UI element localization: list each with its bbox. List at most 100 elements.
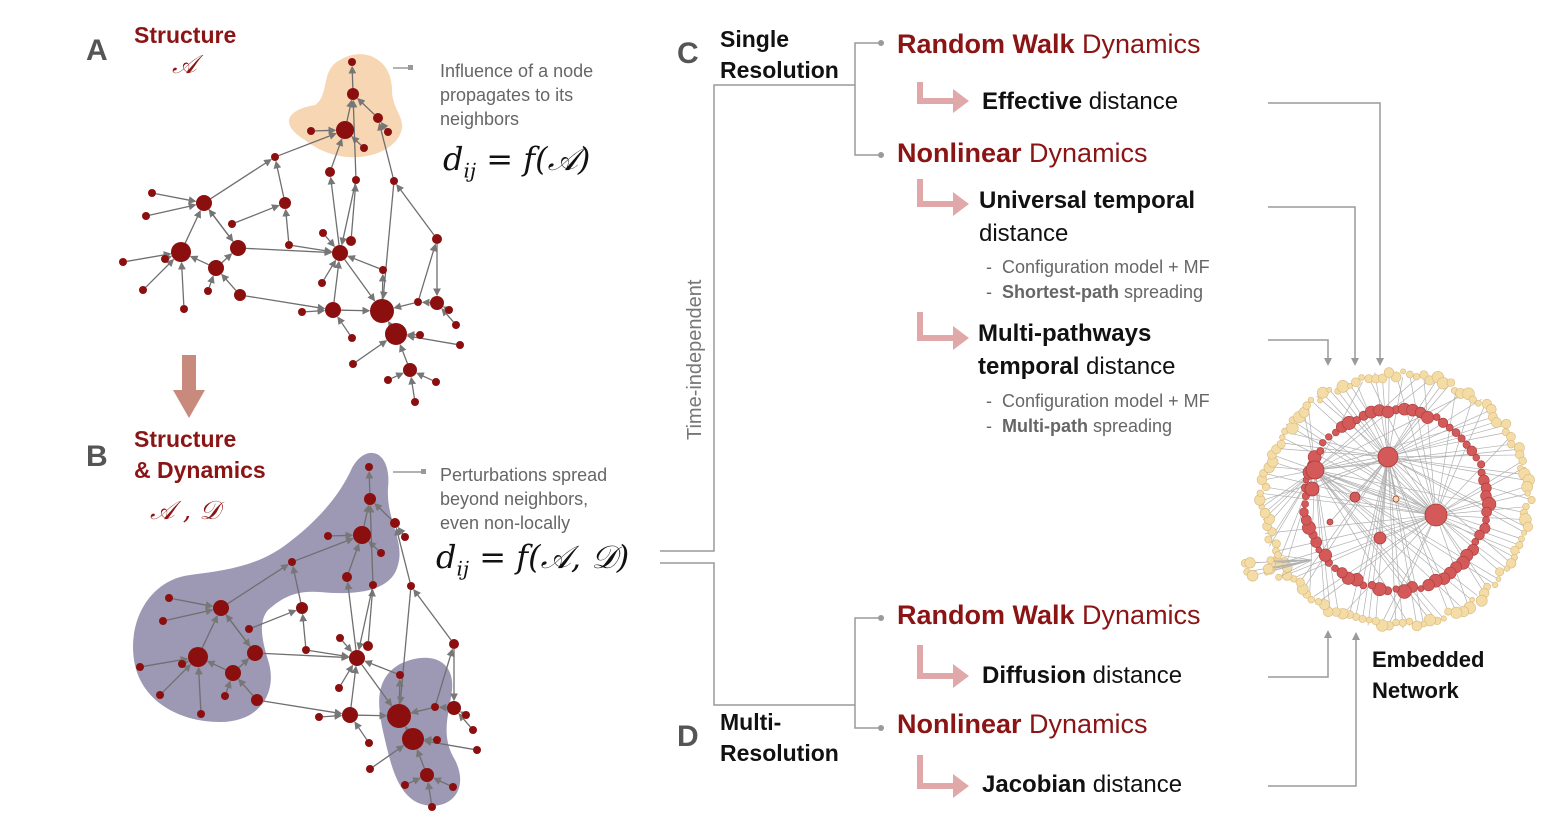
embedded-network — [1240, 367, 1536, 632]
embedded-outer-node — [1302, 401, 1311, 410]
embedded-ring-node — [1477, 460, 1486, 469]
embedded-ring-node — [1451, 428, 1461, 437]
network-node — [251, 694, 263, 706]
network-node — [319, 229, 327, 237]
embedded-ring-node — [1437, 417, 1449, 428]
network-edge — [379, 184, 395, 300]
network-node — [379, 266, 387, 274]
network-node — [401, 781, 409, 789]
network-edge — [405, 725, 413, 735]
network-node — [473, 746, 481, 754]
embedded-edge — [1387, 456, 1404, 629]
network-node — [234, 289, 246, 301]
network-edge — [348, 65, 357, 89]
embedded-edge — [1435, 437, 1510, 516]
network-node — [366, 765, 374, 773]
network-node — [349, 360, 357, 368]
network-node — [387, 704, 411, 728]
embedded-outer-node — [1244, 557, 1256, 569]
embedded-outer-node — [1358, 374, 1365, 381]
network-node — [353, 526, 371, 544]
network-edge — [442, 306, 452, 314]
embedded-edge — [1314, 378, 1417, 471]
embedded-outer-node — [1491, 581, 1499, 589]
network-node — [369, 581, 377, 589]
embedded-edge — [1313, 514, 1437, 597]
embedded-ring-node — [1318, 548, 1332, 562]
embedded-edge — [1277, 554, 1313, 561]
network-node — [302, 646, 310, 654]
embedded-outer-node — [1406, 370, 1414, 379]
embedded-edge — [1341, 384, 1389, 458]
embedded-edge — [1387, 456, 1458, 616]
down-arrow-icon — [173, 355, 205, 418]
network-node — [432, 234, 442, 244]
embedded-edge — [1265, 514, 1437, 534]
embedded-hub-node — [1326, 518, 1334, 526]
network-node — [225, 665, 241, 681]
network-node — [365, 739, 373, 747]
network-edge — [278, 132, 337, 157]
embedded-outer-node — [1518, 456, 1527, 465]
network-edge — [163, 255, 173, 263]
network-edge — [365, 470, 374, 494]
embedded-edge — [1368, 376, 1437, 516]
embedded-edge — [1329, 456, 1389, 523]
network-node — [433, 736, 441, 744]
embedded-edge — [1311, 401, 1437, 516]
embedded-edge — [1409, 375, 1437, 516]
embedded-outer-node — [1506, 431, 1516, 442]
network-edge — [162, 663, 192, 693]
embedded-hub-node — [1349, 491, 1361, 503]
network-edge — [305, 307, 326, 315]
embedded-outer-node — [1316, 386, 1329, 399]
network-edge — [350, 665, 359, 708]
embedded-outer-node — [1506, 558, 1517, 569]
embedded-edge — [1435, 514, 1506, 569]
embedded-edge — [1435, 406, 1485, 516]
network-node — [342, 707, 358, 723]
embedded-edge — [1387, 420, 1499, 458]
network-edge — [342, 640, 353, 653]
network-edge — [178, 261, 186, 306]
universal-temporal-distance: Universal temporal distance — [979, 187, 1196, 247]
network-edge — [195, 666, 203, 711]
network-edge — [340, 306, 371, 315]
embedded-outer-node — [1446, 378, 1456, 387]
network-node — [136, 663, 144, 671]
embedded-ring-node — [1432, 413, 1441, 421]
embedded-edge — [1435, 460, 1523, 516]
network-edge — [314, 126, 337, 135]
embedded-edge — [1387, 456, 1526, 534]
network-edge — [354, 721, 368, 741]
network-node — [296, 602, 308, 614]
embedded-edge — [1435, 486, 1524, 516]
network-node — [384, 128, 392, 136]
embedded-outer-node — [1495, 567, 1505, 577]
embedded-outer-node — [1518, 535, 1525, 543]
embedded-outer-node — [1468, 395, 1477, 404]
influence-blob — [288, 54, 403, 158]
embedded-edge — [1387, 378, 1438, 458]
network-node — [324, 532, 332, 540]
embedded-edge — [1314, 469, 1445, 620]
embedded-outer-node — [1371, 617, 1380, 626]
network-node — [315, 713, 323, 721]
network-node — [456, 341, 464, 349]
network-edge — [208, 208, 234, 242]
embedded-edge — [1342, 514, 1437, 616]
network-node — [352, 176, 360, 184]
embedded-outer-node — [1521, 529, 1528, 536]
embedded-outer-node — [1474, 399, 1482, 407]
network-node — [288, 558, 296, 566]
network-edge — [180, 660, 190, 668]
network-edge — [391, 372, 404, 380]
network-edge — [410, 707, 432, 716]
network-node — [171, 242, 191, 262]
network-edge — [435, 648, 455, 704]
network-node — [346, 236, 356, 246]
multipath-notes: - Configuration model + MF - Multi-path … — [986, 391, 1210, 436]
network-node — [420, 768, 434, 782]
embedded-edge — [1387, 456, 1533, 501]
embedded-outer-node — [1411, 620, 1423, 632]
